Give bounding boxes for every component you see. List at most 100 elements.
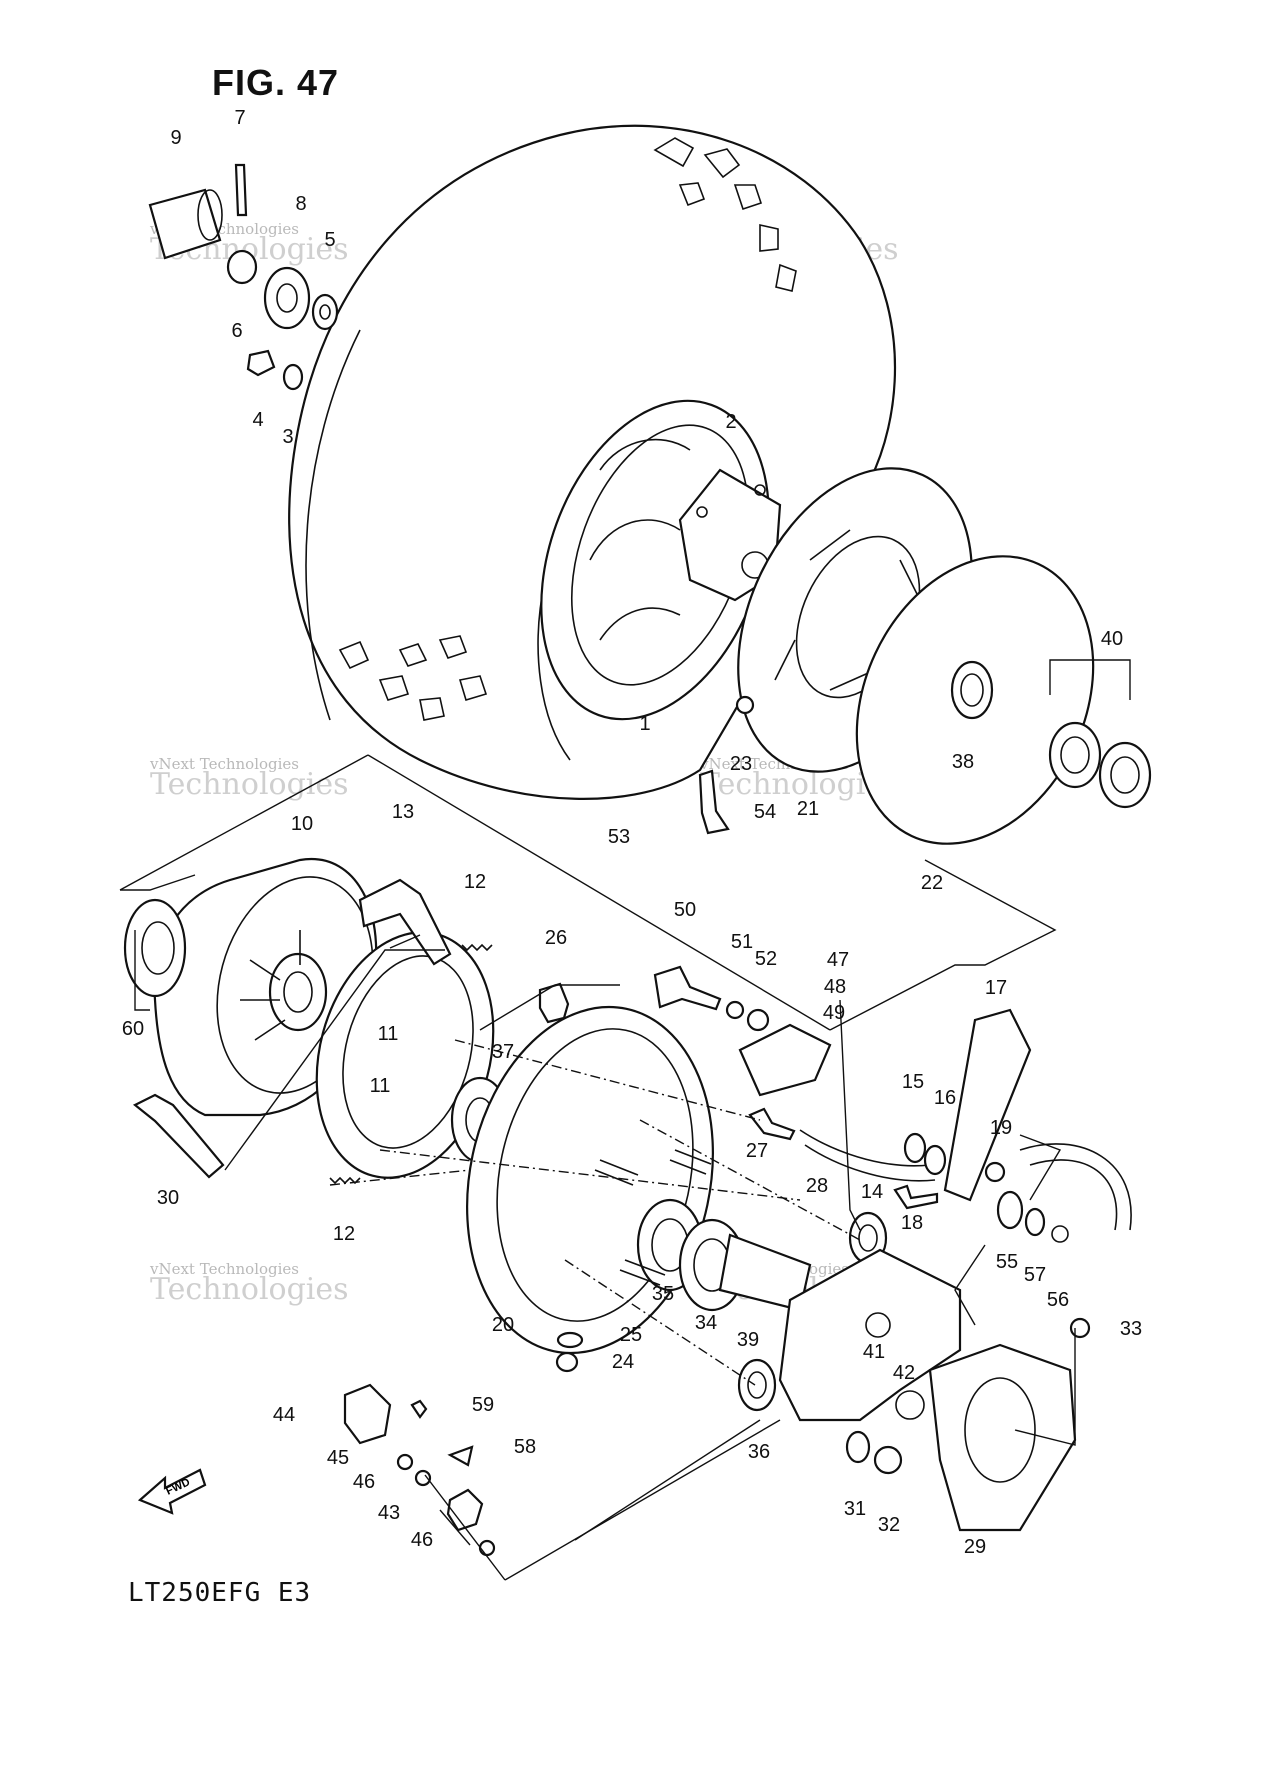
nut-33: [1069, 1317, 1091, 1339]
spring-55: [996, 1190, 1024, 1230]
oil-seal-36: [737, 1358, 777, 1412]
nut-6: [226, 249, 258, 285]
cap-44: [343, 1383, 392, 1445]
washer-52: [746, 1008, 770, 1032]
callout-c40: 40: [1101, 628, 1123, 650]
nut-4: [246, 349, 276, 377]
callout-c16: 16: [934, 1087, 956, 1109]
oil-seal-38: [950, 660, 994, 720]
callout-c32: 32: [878, 1514, 900, 1536]
oil-seal-60: [123, 898, 187, 998]
callout-c34: 34: [695, 1312, 717, 1334]
callout-c42: 42: [893, 1362, 915, 1384]
callout-c52: 52: [755, 948, 777, 970]
callout-c18: 18: [901, 1212, 923, 1234]
nut-19: [984, 1161, 1006, 1183]
steering-knuckle: [778, 1248, 962, 1422]
lever-17: [943, 1008, 1032, 1202]
callout-c7: 7: [234, 107, 245, 129]
washer-3: [282, 363, 304, 391]
callout-c25: 25: [620, 1324, 642, 1346]
callout-c1: 1: [639, 713, 650, 735]
callout-c30: 30: [157, 1187, 179, 1209]
brake-arm-29: [928, 1343, 1077, 1532]
callout-c20: 20: [492, 1314, 514, 1336]
callout-c29: 29: [964, 1536, 986, 1558]
callout-c54: 54: [754, 801, 776, 823]
callout-c12b: 12: [333, 1223, 355, 1245]
clip-58: [447, 1445, 474, 1467]
callout-c19: 19: [990, 1117, 1012, 1139]
screw-59: [410, 1399, 428, 1419]
callout-c51: 51: [731, 931, 753, 953]
nut-32: [873, 1445, 903, 1475]
callout-c9: 9: [170, 127, 181, 149]
cotter-pin-7: [234, 163, 248, 217]
callout-c31: 31: [844, 1498, 866, 1520]
callout-c36: 36: [748, 1441, 770, 1463]
callout-c11a: 11: [378, 1023, 399, 1045]
bolt-18: [893, 1184, 939, 1210]
camshaft-13: [358, 878, 452, 966]
callout-c2: 2: [725, 411, 736, 433]
fwd-arrow-icon: FWD: [137, 1468, 207, 1515]
axle-nut-9: [148, 188, 223, 260]
bolt-50: [653, 965, 722, 1011]
callout-c47: 47: [827, 949, 849, 971]
washer-46a: [414, 1469, 432, 1487]
washer-31: [845, 1430, 871, 1464]
washer-8: [263, 266, 311, 330]
callout-c21: 21: [797, 798, 819, 820]
callout-c23: 23: [730, 753, 752, 775]
callout-c57: 57: [1024, 1264, 1046, 1286]
callout-c12a: 12: [464, 871, 486, 893]
callout-c33: 33: [1120, 1318, 1142, 1340]
model-code: LT250EFG E3: [128, 1578, 312, 1608]
washer-15: [903, 1132, 927, 1164]
valve-54: [698, 769, 730, 835]
callout-c17: 17: [985, 977, 1007, 999]
callout-c41: 41: [863, 1341, 885, 1363]
callout-c48: 48: [824, 976, 846, 998]
callout-c8: 8: [295, 193, 306, 215]
bearing-40: [1048, 721, 1152, 809]
callout-c3: 3: [282, 426, 293, 448]
nut-23: [735, 695, 755, 715]
clip-56: [1051, 1225, 1069, 1243]
washer-57: [1024, 1207, 1046, 1237]
callout-c58: 58: [514, 1436, 536, 1458]
callout-c37: 37: [492, 1041, 514, 1063]
callout-c28: 28: [806, 1175, 828, 1197]
callout-c45: 45: [327, 1447, 349, 1469]
callout-c38: 38: [952, 751, 974, 773]
callout-c11b: 11: [370, 1075, 391, 1097]
callout-c55: 55: [996, 1251, 1018, 1273]
callout-c5: 5: [324, 229, 335, 251]
washer-25: [556, 1331, 584, 1349]
anchor-pin-30: [132, 1093, 225, 1179]
callout-c14: 14: [861, 1181, 883, 1203]
callout-c22: 22: [921, 872, 943, 894]
washer-51: [725, 1000, 745, 1020]
callout-c60: 60: [122, 1018, 144, 1040]
hose-28: [799, 1129, 1132, 1231]
callout-c49: 49: [823, 1002, 845, 1024]
callout-c43: 43: [378, 1502, 400, 1524]
bracket-49: [738, 1023, 832, 1097]
bolt-26: [538, 982, 570, 1024]
callout-c27: 27: [746, 1140, 768, 1162]
callout-labels: 1234567891011111212131415161718192021222…: [122, 107, 1142, 1558]
callout-c6: 6: [231, 320, 242, 342]
callout-c4: 4: [252, 409, 263, 431]
bolt-24: [555, 1351, 579, 1373]
figure-title: FIG. 47: [212, 62, 340, 103]
callout-c13: 13: [392, 801, 414, 823]
bleeder-43: [446, 1488, 484, 1532]
callout-c39: 39: [737, 1329, 759, 1351]
callout-c10: 10: [291, 813, 313, 835]
callout-c50: 50: [674, 899, 696, 921]
callout-c15: 15: [902, 1071, 924, 1093]
callout-c24: 24: [612, 1351, 634, 1373]
